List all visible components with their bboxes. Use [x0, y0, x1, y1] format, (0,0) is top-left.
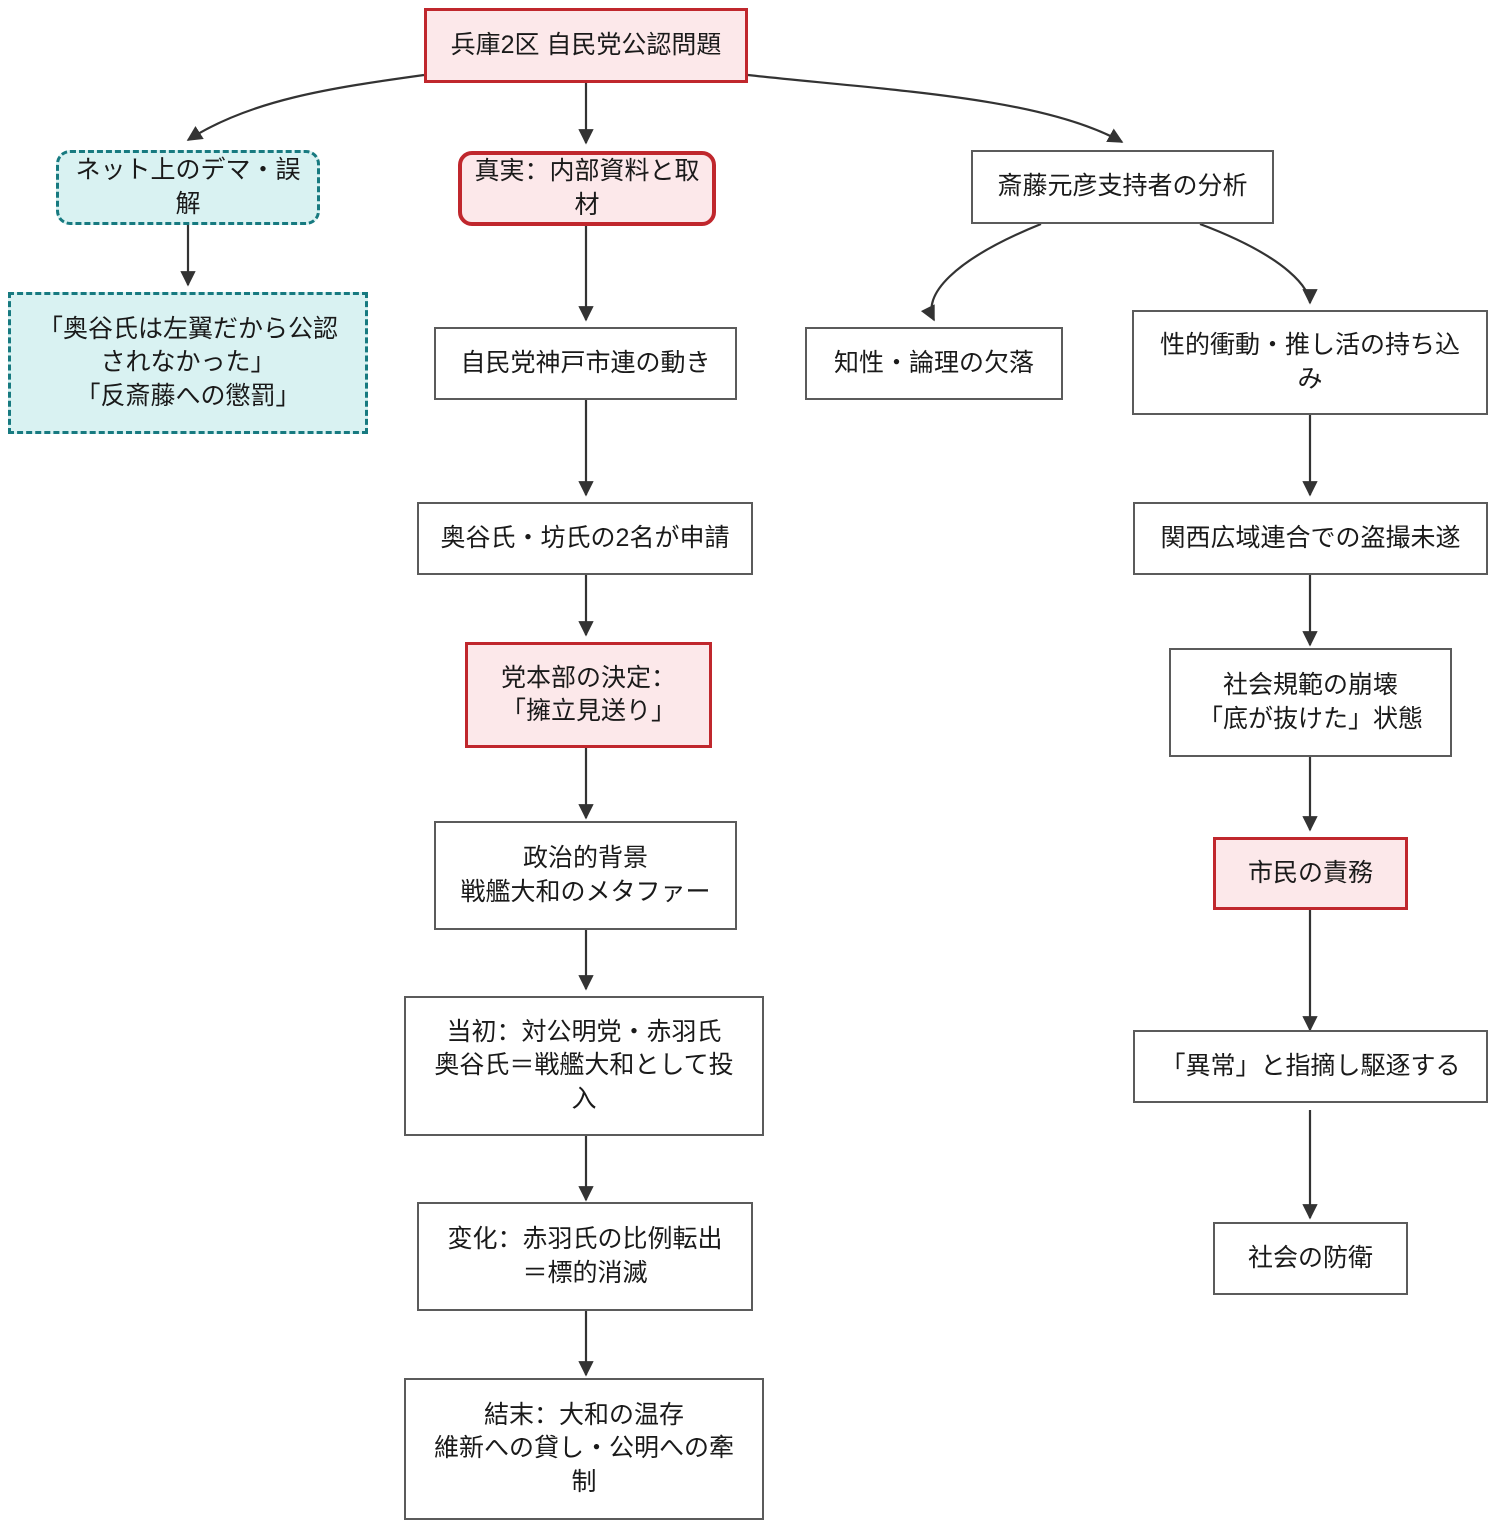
- node-saito-analysis[interactable]: 斎藤元彦支持者の分析: [971, 150, 1274, 224]
- edge-root-to-rumor: [186, 73, 425, 141]
- node-change[interactable]: 変化：赤羽氏の比例転出 ＝標的消滅: [417, 1202, 753, 1311]
- node-truth-head[interactable]: 真実：内部資料と取材: [458, 151, 716, 226]
- node-norm-collapse[interactable]: 社会規範の崩壊 「底が抜けた」状態: [1169, 648, 1452, 757]
- node-citizen-duty[interactable]: 市民の責務: [1213, 837, 1408, 910]
- node-sexual-impulse[interactable]: 性的衝動・推し活の持ち込 み: [1132, 310, 1488, 415]
- edge-saito-to-impulse: [1199, 222, 1318, 305]
- node-social-defense[interactable]: 社会の防衛: [1213, 1222, 1408, 1295]
- node-point-out[interactable]: 「異常」と指摘し駆逐する: [1133, 1030, 1488, 1103]
- node-rumor-body[interactable]: 「奥谷氏は左翼だから公認 されなかった」 「反斎藤への懲罰」: [8, 292, 368, 434]
- node-kobe-shiren[interactable]: 自民党神戸市連の動き: [434, 327, 737, 400]
- node-rumor-head[interactable]: ネット上のデマ・誤解: [56, 150, 320, 225]
- node-initial-plan[interactable]: 当初：対公明党・赤羽氏 奥谷氏＝戦艦大和として投 入: [404, 996, 764, 1136]
- node-ending[interactable]: 結末：大和の温存 維新への貸し・公明への牽 制: [404, 1378, 764, 1520]
- edge-saito-to-lack-logic: [920, 222, 1042, 322]
- node-root[interactable]: 兵庫2区 自民党公認問題: [424, 8, 748, 83]
- edge-root-to-saito: [747, 73, 1124, 143]
- node-lack-logic[interactable]: 知性・論理の欠落: [805, 327, 1063, 400]
- node-hq-decision[interactable]: 党本部の決定： 「擁立見送り」: [465, 642, 712, 748]
- node-kansai-voyeur[interactable]: 関西広域連合での盗撮未遂: [1133, 502, 1488, 575]
- node-two-applicants[interactable]: 奥谷氏・坊氏の2名が申請: [417, 502, 753, 575]
- node-political-background[interactable]: 政治的背景 戦艦大和のメタファー: [434, 821, 737, 930]
